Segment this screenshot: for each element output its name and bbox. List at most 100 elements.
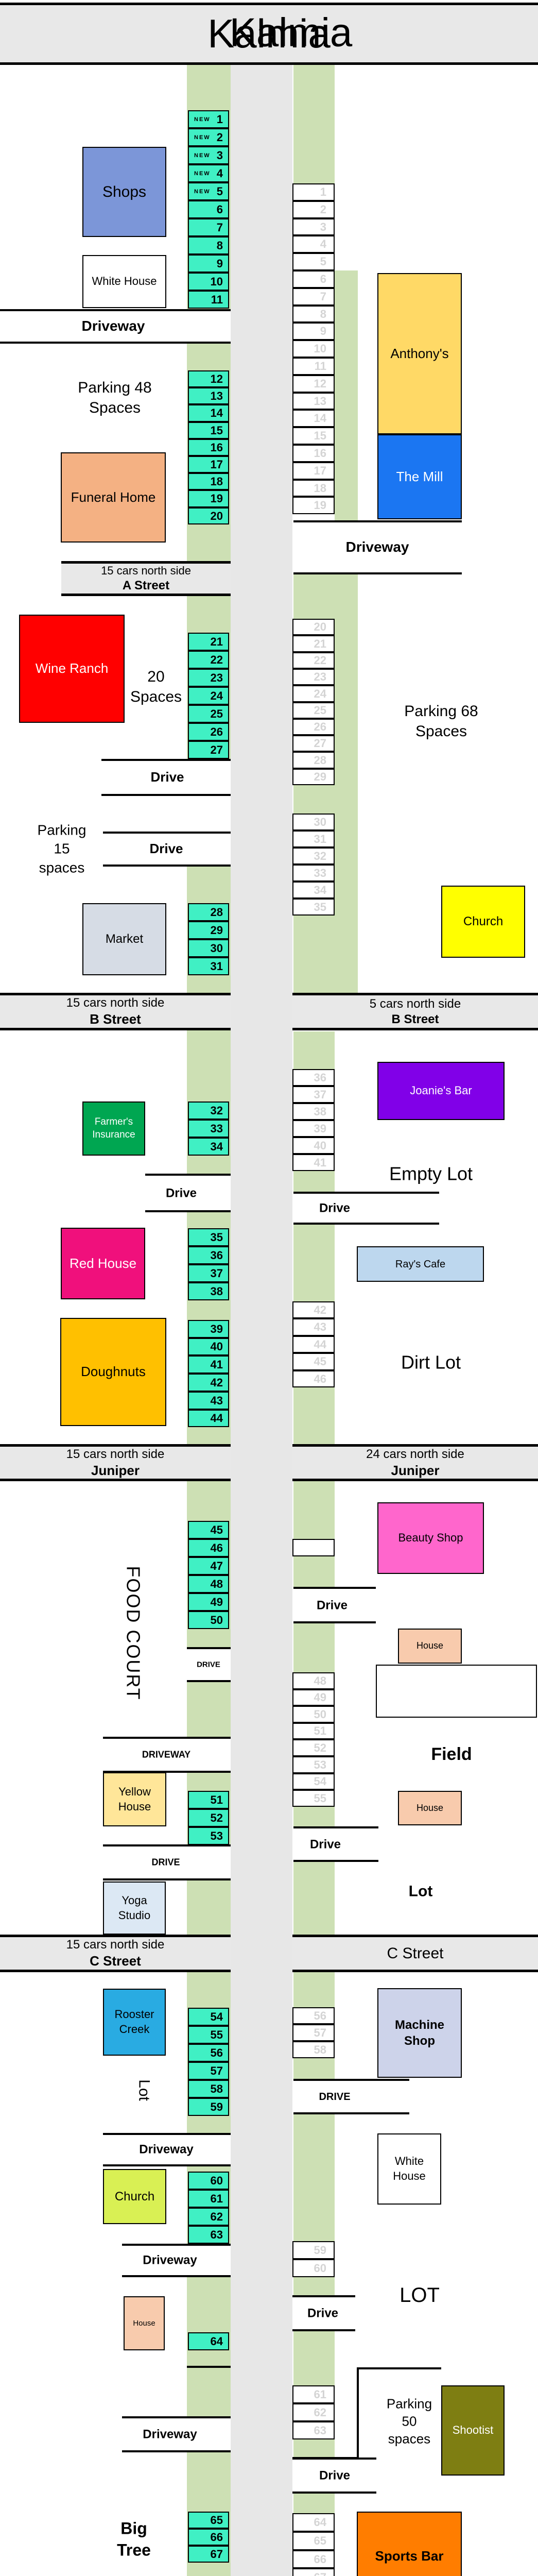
food-court: FOOD COURT <box>121 1566 145 1700</box>
kalmia-street-band-label: Kalmia <box>207 10 331 56</box>
white-house-left: White House <box>82 255 166 308</box>
space-right-3: 3 <box>292 218 335 235</box>
space-right-32: 32 <box>292 848 335 865</box>
drive-left-4 <box>187 1647 231 1682</box>
parkway-strip-right-8 <box>293 1481 335 1539</box>
space-right-25: 25 <box>292 702 335 719</box>
space-left-44: 44 <box>188 1410 229 1427</box>
space-left-17: 17 <box>188 456 229 473</box>
new-space-tag: NEW <box>194 188 211 195</box>
drive-right-1 <box>293 1192 439 1225</box>
parkway-strip-right-9 <box>293 1556 335 1587</box>
space-right-18: 18 <box>292 480 335 497</box>
parkway-strip-right-16 <box>293 2277 335 2295</box>
parking-50-spaces-text: 50 <box>402 2413 417 2429</box>
empty-lot: Empty Lot <box>389 1162 473 1187</box>
space-left-21: 21 <box>188 633 229 651</box>
parkway-strip-right-5 <box>293 1171 335 1192</box>
space-left-31: 31 <box>188 957 229 975</box>
drive-left-5 <box>103 1844 231 1880</box>
funeral-home: Funeral Home <box>61 452 166 543</box>
parking-15-spaces-text: 15 <box>54 840 70 857</box>
drive-right-3-label: Drive <box>309 1837 341 1852</box>
house-right-1-label: House <box>416 1640 444 1651</box>
parkway-strip-left-8 <box>187 1880 231 1935</box>
shops-upper-left-label: Shops <box>102 183 147 200</box>
drive-right-6-label: Drive <box>319 2468 351 2483</box>
space-left-35: 35 <box>188 1228 229 1246</box>
space-left-34: 34 <box>188 1138 229 1156</box>
joanies-bar: Joanie's Bar <box>377 1062 505 1120</box>
space-left-33: 33 <box>188 1120 229 1138</box>
space-left-63: 63 <box>188 2226 229 2244</box>
machine-shop-label: Machine <box>394 2018 445 2032</box>
yoga-studio-label: Studio <box>118 1908 151 1922</box>
space-left-22: 22 <box>188 651 229 669</box>
white-house-right-label: White <box>394 2155 424 2168</box>
big-tree-text: Big <box>120 2519 147 2538</box>
space-right-19: 19 <box>292 497 335 514</box>
house-right-2-label: House <box>416 1802 444 1813</box>
doughnuts-label: Doughnuts <box>81 1364 146 1380</box>
space-left-51: 51 <box>188 1791 229 1809</box>
lot-right-1: Lot <box>409 1882 433 1902</box>
parking-48-spaces-text: Spaces <box>89 399 141 416</box>
wine-ranch: Wine Ranch <box>19 615 125 723</box>
space-right-38: 38 <box>292 1103 335 1120</box>
space-right-37: 37 <box>292 1086 335 1103</box>
unnamed-building <box>376 1665 537 1718</box>
church-left-label: Church <box>114 2189 155 2204</box>
driveway-left-3 <box>103 2133 231 2166</box>
parkway-strip-right-10 <box>293 1623 335 1672</box>
drive-left-2 <box>103 832 231 867</box>
white-house-right-label: House <box>393 2170 426 2182</box>
space-right-30: 30 <box>292 814 335 831</box>
b-street-band-left-label: B Street <box>90 1011 141 1027</box>
b-street-band-right-label: B Street <box>391 1012 439 1026</box>
space-right-51: 51 <box>292 1723 335 1739</box>
driveway-left-2-label: DRIVEWAY <box>142 1749 191 1760</box>
space-right-9: 9 <box>292 323 335 340</box>
20-spaces-text: Spaces <box>130 688 182 705</box>
parking-50-spaces-text: spaces <box>388 2430 431 2446</box>
space-right-33: 33 <box>292 865 335 882</box>
space-left-15: 15 <box>188 422 229 439</box>
lot-right-2: LOT <box>400 2282 440 2309</box>
space-right-2: 2 <box>292 201 335 218</box>
space-right-56: 56 <box>292 2007 335 2024</box>
space-left-14: 14 <box>188 404 229 422</box>
sports-bar-label: Sports Bar <box>375 2548 444 2564</box>
space-left-25: 25 <box>188 705 229 723</box>
parking-15-spaces-text: spaces <box>39 859 85 876</box>
space-left-24: 24 <box>188 687 229 705</box>
space-left-64: 64 <box>188 2332 229 2350</box>
kalmia-title: Kalmia <box>230 6 352 58</box>
space-right-14: 14 <box>292 410 335 427</box>
space-left-61: 61 <box>188 2190 229 2208</box>
space-left-11: 11 <box>188 291 229 309</box>
a-street-band-label: A Street <box>122 578 170 592</box>
drive-right-2-label: Drive <box>316 1598 348 1613</box>
house-left: House <box>124 2296 165 2350</box>
new-space-tag: NEW <box>194 134 211 141</box>
space-right-12: 12 <box>292 375 335 393</box>
driveway-left-5-label: Driveway <box>143 2427 197 2442</box>
farmers-insurance-label: Farmer's <box>94 1116 133 1127</box>
parkway-strip-right-6 <box>293 1225 335 1301</box>
big-tree-text: Tree <box>117 2540 151 2559</box>
parking-48-spaces-text: Parking 48 <box>78 379 152 396</box>
juniper-band-right-label: 24 cars north side <box>366 1447 464 1461</box>
space-right-50: 50 <box>292 1706 335 1723</box>
space-left-29: 29 <box>188 921 229 939</box>
driveway-left-4 <box>122 2244 231 2277</box>
drive-right-5 <box>292 2295 355 2331</box>
space-right-7: 7 <box>292 288 335 306</box>
new-space-tag: NEW <box>194 170 211 177</box>
space-right-16: 16 <box>292 445 335 462</box>
shootist: Shootist <box>441 2385 505 2476</box>
